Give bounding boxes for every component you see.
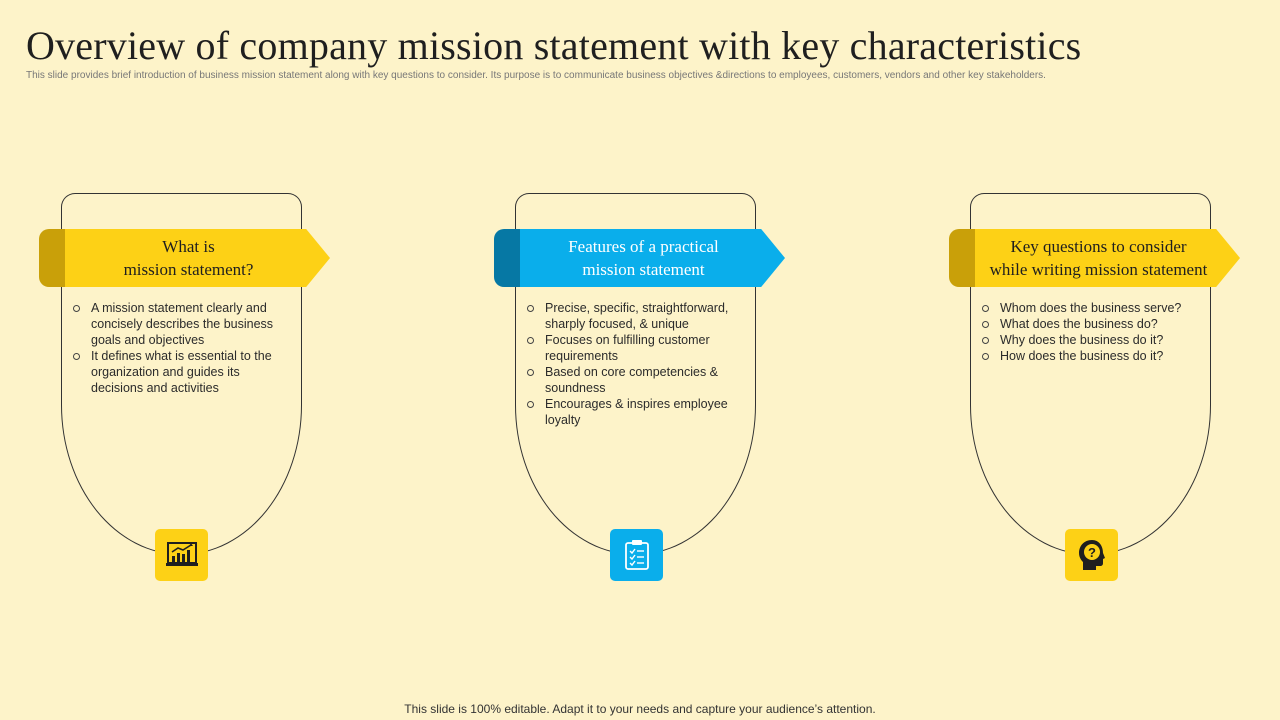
list-item: A mission statement clearly and concisel… bbox=[71, 300, 295, 348]
card-bullet-list: Precise, specific, straightforward, shar… bbox=[525, 300, 739, 428]
list-item: Whom does the business serve? bbox=[980, 300, 1204, 316]
list-item: It defines what is essential to the orga… bbox=[71, 348, 295, 396]
banner-fold bbox=[494, 229, 524, 287]
card-icon-box: ? bbox=[1065, 529, 1118, 581]
card-heading: Features of a practical mission statemen… bbox=[568, 237, 719, 279]
list-item: What does the business do? bbox=[980, 316, 1204, 332]
head-question-icon: ? bbox=[1078, 540, 1105, 570]
list-item: Based on core competencies & soundness bbox=[525, 364, 739, 396]
card-heading: What is mission statement? bbox=[123, 237, 254, 279]
card-heading-banner: Key questions to consider while writing … bbox=[975, 229, 1240, 287]
card-heading-banner: What is mission statement? bbox=[65, 229, 330, 287]
checklist-clipboard-icon bbox=[624, 540, 649, 570]
footer-note: This slide is 100% editable. Adapt it to… bbox=[404, 702, 876, 716]
list-item: Focuses on fulfilling customer requireme… bbox=[525, 332, 739, 364]
list-item: How does the business do it? bbox=[980, 348, 1204, 364]
svg-text:?: ? bbox=[1088, 545, 1096, 560]
banner-fold bbox=[949, 229, 979, 287]
page-title: Overview of company mission statement wi… bbox=[26, 23, 1082, 68]
card-heading-banner: Features of a practical mission statemen… bbox=[520, 229, 785, 287]
banner-fold bbox=[39, 229, 69, 287]
card-heading: Key questions to consider while writing … bbox=[989, 237, 1208, 279]
list-item: Encourages & inspires employee loyalty bbox=[525, 396, 739, 428]
card-bullet-list: Whom does the business serve? What does … bbox=[980, 300, 1204, 364]
list-item: Precise, specific, straightforward, shar… bbox=[525, 300, 739, 332]
growth-chart-icon bbox=[165, 542, 198, 566]
card-icon-box bbox=[155, 529, 208, 581]
card-icon-box bbox=[610, 529, 663, 581]
card-bullet-list: A mission statement clearly and concisel… bbox=[71, 300, 295, 396]
list-item: Why does the business do it? bbox=[980, 332, 1204, 348]
page-subtitle: This slide provides brief introduction o… bbox=[26, 70, 1046, 81]
